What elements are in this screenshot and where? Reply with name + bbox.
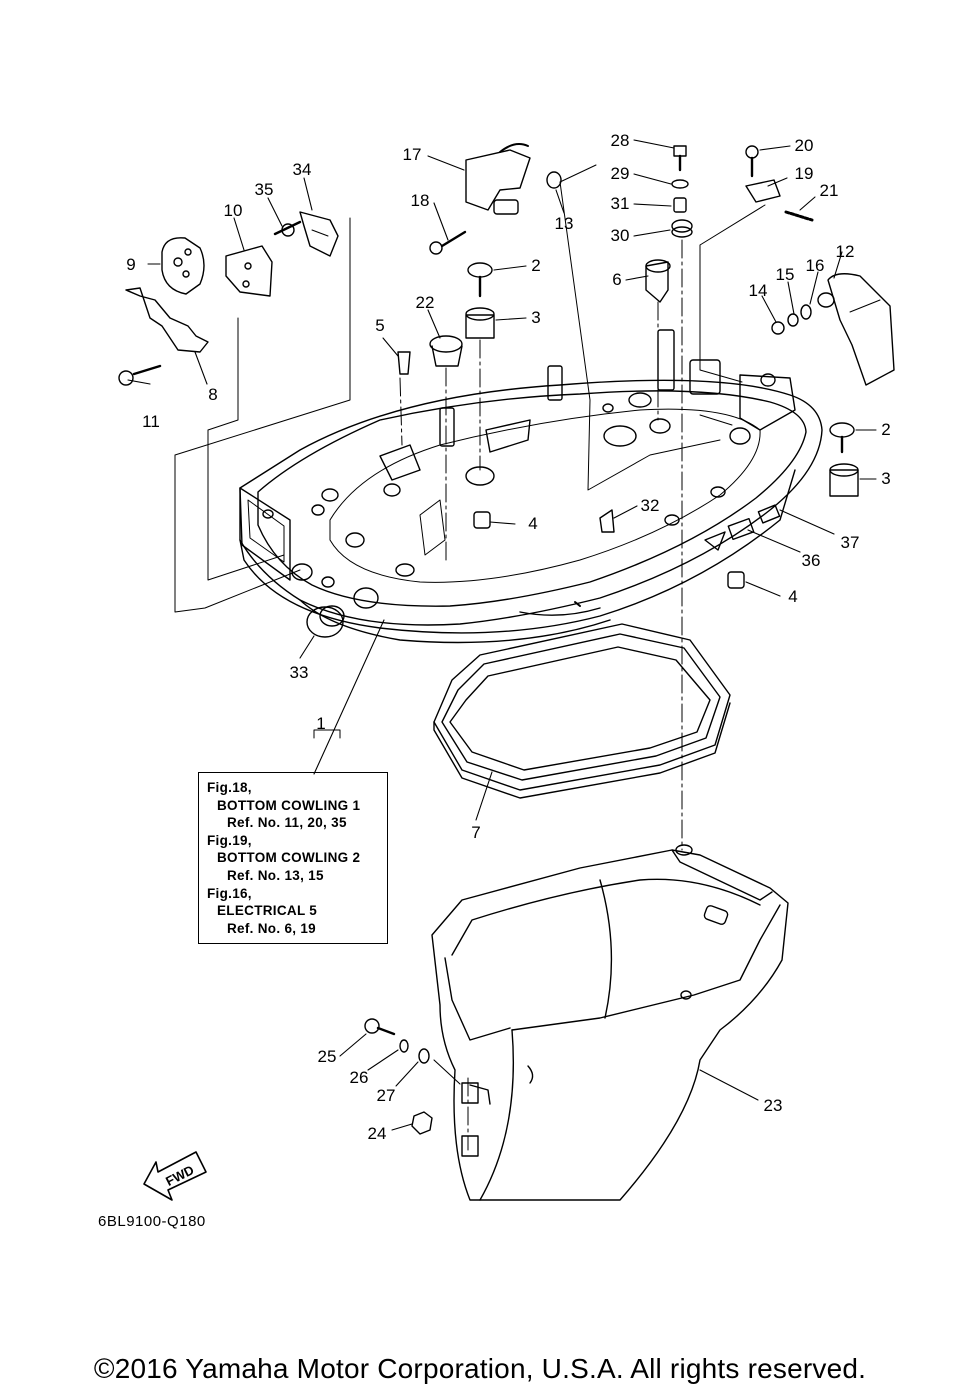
- callout-33: 33: [290, 663, 309, 682]
- callout-10: 10: [224, 201, 243, 220]
- callout-3: 3: [531, 308, 540, 327]
- assembly-guide-lines: [174, 164, 766, 1151]
- lower-apron: [431, 844, 789, 1201]
- ref-fig16-refs: Ref. No. 6, 19: [227, 920, 316, 936]
- callout-3: 3: [881, 469, 890, 488]
- leader-lines: [127, 139, 877, 1131]
- callout-28: 28: [611, 131, 630, 150]
- ref-fig18-section: BOTTOM COWLING 1: [217, 797, 361, 813]
- ref-fig16-section: ELECTRICAL 5: [217, 903, 318, 919]
- callout-36: 36: [802, 551, 821, 570]
- callout-19: 19: [795, 164, 814, 183]
- callout-25: 25: [318, 1047, 337, 1066]
- callout-2: 2: [531, 256, 540, 275]
- ref-fig18: Fig.18,: [207, 780, 252, 795]
- callout-1: 1: [316, 714, 325, 733]
- callout-23: 23: [764, 1096, 783, 1115]
- callout-21: 21: [820, 181, 839, 200]
- callout-labels: 1 2 2 3 3 4 4 5 6 7 8 9 10 11 12 13 14 1…: [126, 131, 890, 1143]
- small-parts: [118, 143, 895, 1135]
- callout-37: 37: [841, 533, 860, 552]
- ref-fig16: Fig.16,: [207, 885, 252, 901]
- callout-32: 32: [641, 496, 660, 515]
- callout-13: 13: [555, 214, 574, 233]
- bottom-cowling: [239, 329, 823, 644]
- callout-20: 20: [795, 136, 814, 155]
- ref-fig19: Fig.19,: [207, 832, 252, 848]
- callout-18: 18: [411, 191, 430, 210]
- callout-29: 29: [611, 164, 630, 183]
- callout-12: 12: [836, 242, 855, 261]
- callout-15: 15: [776, 265, 795, 284]
- ref-fig18-refs: Ref. No. 11, 20, 35: [227, 815, 347, 831]
- callout-17: 17: [403, 145, 422, 164]
- seal-gasket: [433, 623, 731, 799]
- callout-26: 26: [350, 1068, 369, 1087]
- ref-fig19-refs: Ref. No. 13, 15: [227, 867, 324, 883]
- callout-34: 34: [293, 160, 312, 179]
- callout-4: 4: [528, 514, 537, 533]
- callout-6: 6: [612, 270, 621, 289]
- callout-16: 16: [806, 256, 825, 275]
- callout-27: 27: [377, 1086, 396, 1105]
- callout-11: 11: [142, 412, 160, 431]
- copyright-notice: ©2016 Yamaha Motor Corporation, U.S.A. A…: [93, 1353, 867, 1384]
- callout-22: 22: [416, 293, 435, 312]
- fwd-arrow-icon: FWD: [143, 1151, 207, 1201]
- callout-14: 14: [749, 281, 768, 300]
- callout-7: 7: [471, 823, 480, 842]
- callout-35: 35: [255, 180, 274, 199]
- diagram-code: 6BL9100-Q180: [98, 1213, 206, 1230]
- callout-24: 24: [368, 1124, 387, 1143]
- callout-5: 5: [375, 316, 384, 335]
- callout-31: 31: [611, 194, 630, 213]
- callout-9: 9: [126, 255, 135, 274]
- callout-8: 8: [208, 385, 217, 404]
- callout-30: 30: [611, 226, 630, 245]
- ref-fig19-section: BOTTOM COWLING 2: [217, 850, 361, 866]
- cross-reference-box: Fig.18, BOTTOM COWLING 1 Ref. No. 11, 20…: [198, 772, 388, 944]
- callout-2: 2: [881, 420, 890, 439]
- callout-4: 4: [788, 587, 797, 606]
